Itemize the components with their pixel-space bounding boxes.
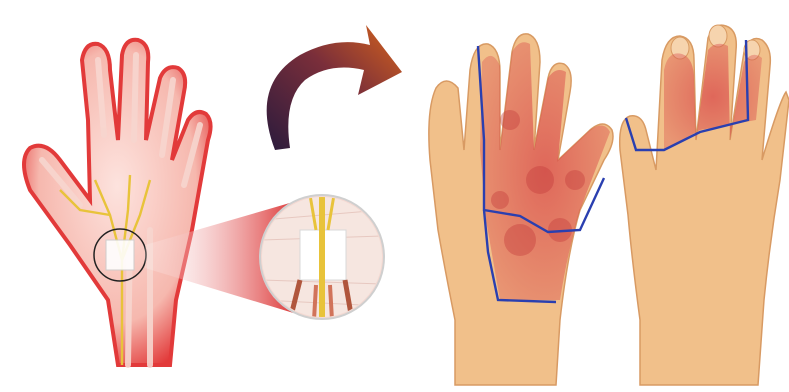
transverse-ligament: [106, 240, 134, 270]
back-view: [620, 25, 789, 385]
palm-view: [429, 34, 613, 385]
carpal-tunnel-zoom: [260, 195, 384, 320]
curved-arrow: [267, 25, 402, 150]
xray-hand-outline: [24, 40, 211, 365]
xray-hand: [24, 40, 211, 365]
